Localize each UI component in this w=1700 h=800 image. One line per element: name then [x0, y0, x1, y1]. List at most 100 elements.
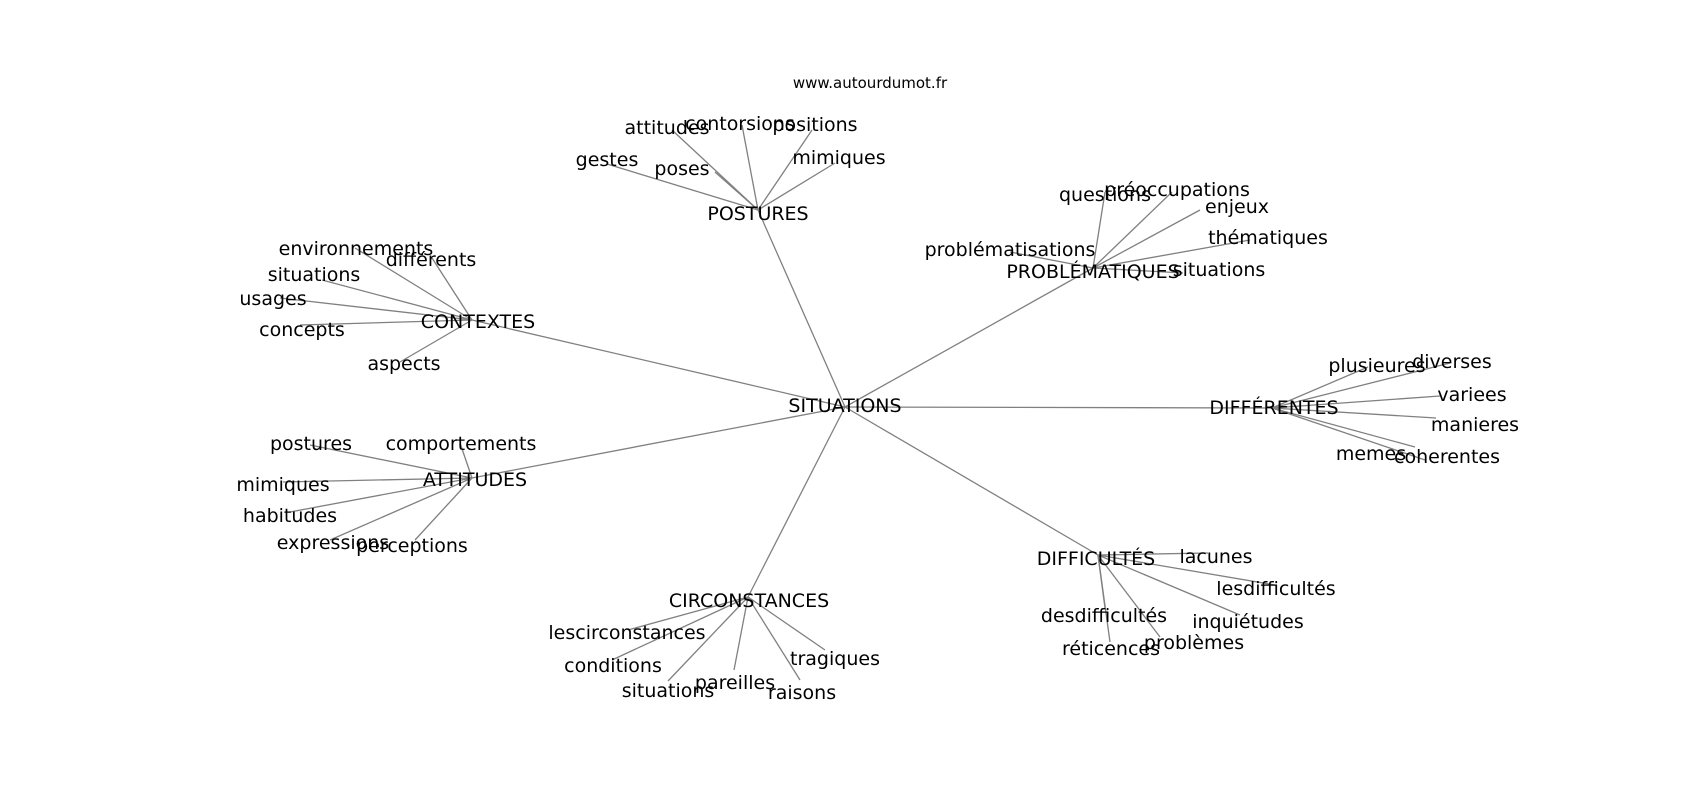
edge-postures-mimiques: [757, 162, 836, 211]
edge-differentes-manieres: [1271, 407, 1437, 419]
edge-attitudes-postures: [309, 444, 473, 479]
node-attitudes-comportements: comportements: [386, 433, 537, 455]
node-circonstances-pareilles: pareilles: [695, 672, 775, 694]
edge-contextes-differents: [431, 257, 473, 321]
node-attitudes-perceptions: perceptions: [356, 535, 468, 557]
edge-postures-gestes: [606, 163, 759, 211]
edge-differentes-variees: [1271, 395, 1441, 409]
node-circonstances-situations: situations: [622, 680, 715, 702]
node-postures-positions: positions: [772, 114, 857, 136]
node-differentes-diverses: diverses: [1412, 351, 1492, 373]
edge-difficultes-problemes: [1097, 554, 1161, 638]
edge-difficultes-inquietudes: [1097, 554, 1241, 616]
edge-situations-postures: [757, 209, 846, 408]
edge-circonstances-lescirconstances: [627, 596, 749, 631]
source-credit: www.autourdumot.fr: [793, 74, 948, 92]
edge-circonstances-situations: [667, 596, 749, 682]
node-circonstances-raisons: raisons: [768, 682, 836, 704]
edge-situations-problematiques: [844, 267, 1094, 408]
edge-situations-attitudes: [471, 406, 846, 479]
edge-difficultes-lacunes: [1097, 552, 1209, 556]
edge-contextes-concepts: [299, 319, 473, 326]
edge-difficultes-reticences: [1097, 554, 1111, 643]
node-difficultes-lacunes: lacunes: [1179, 546, 1252, 568]
node-difficultes: DIFFICULTÉS: [1037, 547, 1156, 570]
node-contextes-environnements: environnements: [279, 238, 434, 260]
node-differentes-coherentes: coherentes: [1394, 446, 1500, 468]
edge-attitudes-perceptions: [414, 477, 473, 541]
node-differentes: DIFFÉRENTES: [1209, 396, 1338, 419]
node-differentes-manieres: manieres: [1431, 414, 1519, 436]
node-postures-attitudes: attitudes: [625, 117, 710, 139]
edge-postures-contorsions: [741, 124, 759, 211]
edge-differentes-plusieures: [1271, 366, 1369, 409]
edge-postures-poses: [714, 171, 759, 211]
node-circonstances-lescirconstances: lescirconstances: [548, 622, 705, 644]
edge-circonstances-raisons: [747, 596, 801, 681]
node-circonstances-tragiques: tragiques: [790, 648, 880, 670]
node-contextes-situations: situations: [268, 264, 361, 286]
edge-situations-circonstances: [747, 406, 846, 598]
edge-contextes-situations: [321, 279, 473, 321]
node-postures-contorsions: contorsions: [685, 113, 795, 135]
edge-situations-difficultes: [844, 406, 1099, 556]
node-contextes-differents: différents: [386, 249, 477, 271]
edge-postures-positions: [757, 129, 813, 211]
edge-problematiques-thematiques: [1092, 239, 1251, 269]
node-contextes-usages: usages: [239, 288, 306, 310]
edge-attitudes-habitudes: [289, 477, 473, 513]
labels-layer: www.autourdumot.fr SITUATIONS POSTURES ges…: [236, 74, 1519, 704]
edge-problematiques-enjeux: [1092, 209, 1201, 269]
node-problematiques-problematisations: problématisations: [925, 239, 1096, 261]
edge-circonstances-conditions: [611, 596, 749, 661]
edge-differentes-memes: [1271, 407, 1416, 448]
edge-differentes-diverses: [1271, 362, 1451, 409]
node-attitudes-mimiques: mimiques: [236, 474, 329, 496]
node-circonstances-conditions: conditions: [564, 655, 662, 677]
node-difficultes-reticences: réticences: [1062, 638, 1160, 660]
node-postures-gestes: gestes: [576, 149, 639, 171]
node-differentes-memes: memes: [1336, 443, 1406, 465]
node-differentes-variees: variees: [1437, 384, 1506, 406]
node-difficultes-problemes: problèmes: [1144, 632, 1244, 654]
node-attitudes: ATTITUDES: [423, 469, 527, 491]
edge-problematiques-questions: [1092, 191, 1106, 269]
edge-contextes-environnements: [354, 247, 473, 321]
edge-problematiques-preoccupations: [1092, 191, 1173, 269]
edge-problematiques-situations: [1092, 267, 1184, 274]
edges-layer: [279, 124, 1451, 682]
node-attitudes-habitudes: habitudes: [243, 505, 337, 527]
node-problematiques-enjeux: enjeux: [1205, 196, 1269, 218]
edge-attitudes-comportements: [459, 442, 473, 479]
node-circonstances: CIRCONSTANCES: [669, 590, 829, 612]
edge-situations-differentes: [844, 406, 1273, 409]
node-postures: POSTURES: [707, 203, 808, 225]
node-contextes-concepts: concepts: [259, 319, 345, 341]
node-problematiques: PROBLÉMATIQUES: [1006, 260, 1179, 283]
edge-circonstances-pareilles: [733, 596, 749, 671]
edge-difficultes-lesdifficultes: [1097, 554, 1276, 586]
node-attitudes-expressions: expressions: [277, 532, 389, 554]
node-contextes-aspects: aspects: [367, 353, 440, 375]
node-problematiques-situations: situations: [1173, 259, 1266, 281]
node-problematiques-questions: questions: [1059, 184, 1151, 206]
edge-problematiques-problematisations: [1009, 251, 1094, 269]
node-postures-poses: poses: [654, 158, 709, 180]
node-postures-mimiques: mimiques: [792, 147, 885, 169]
node-situations: SITUATIONS: [788, 395, 901, 417]
edge-attitudes-expressions: [329, 477, 473, 541]
edge-attitudes-mimiques: [282, 477, 473, 483]
edge-differentes-coherentes: [1271, 407, 1426, 461]
edge-circonstances-tragiques: [747, 596, 826, 651]
node-difficultes-desdifficultes: desdifficultés: [1041, 605, 1167, 627]
node-difficultes-lesdifficultes: lesdifficultés: [1216, 578, 1335, 600]
node-difficultes-inquietudes: inquiétudes: [1192, 611, 1304, 633]
edge-contextes-aspects: [399, 319, 473, 363]
edge-situations-contextes: [471, 319, 846, 408]
node-differentes-plusieures: plusieures: [1328, 355, 1425, 377]
node-contextes: CONTEXTES: [421, 311, 535, 333]
edge-contextes-usages: [279, 297, 473, 321]
node-attitudes-postures: postures: [270, 433, 352, 455]
